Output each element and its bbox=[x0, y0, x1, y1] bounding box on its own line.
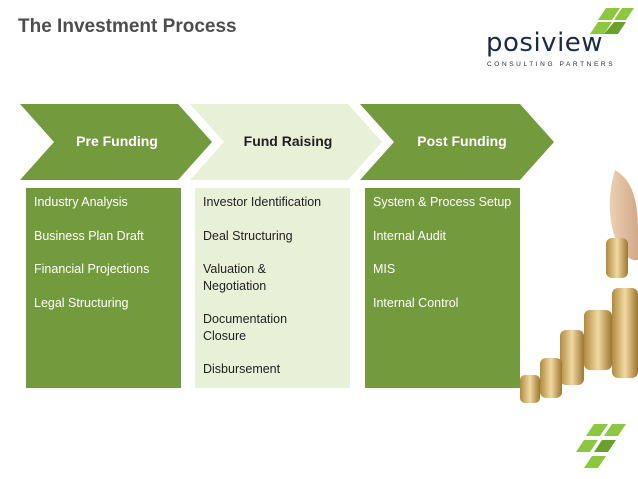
list-item: Investor Identification bbox=[203, 195, 322, 209]
logo-subtitle: CONSULTING PARTNERS bbox=[487, 61, 616, 68]
list-item: Documentation Closure bbox=[203, 312, 288, 343]
stage-label-fund-raising: Fund Raising bbox=[243, 133, 333, 149]
corner-logo-icon bbox=[576, 424, 626, 468]
logo-wordmark: posiview bbox=[486, 28, 604, 58]
list-item: MIS bbox=[373, 262, 396, 276]
logo-mark-icon bbox=[590, 8, 634, 34]
stage-box-pre-funding: Industry Analysis Business Plan Draft Fi… bbox=[26, 188, 181, 388]
list-item: Legal Structuring bbox=[34, 295, 129, 310]
list-item: Industry Analysis bbox=[34, 195, 128, 209]
list-item: Disbursement bbox=[203, 362, 281, 376]
stage-box-post-funding: System & Process Setup Internal Audit MI… bbox=[365, 188, 520, 388]
list-item: System & Process Setup bbox=[373, 195, 512, 209]
list-item: Internal Control bbox=[373, 295, 459, 310]
list-item: Internal Audit bbox=[373, 228, 446, 243]
stage-label-post-funding: Post Funding bbox=[417, 133, 507, 149]
chevron-post-funding bbox=[360, 104, 554, 180]
list-item: Valuation & Negotiation bbox=[203, 262, 267, 293]
process-chevrons bbox=[20, 104, 554, 180]
stage-label-pre-funding: Pre Funding bbox=[76, 133, 158, 149]
list-item: Business Plan Draft bbox=[34, 228, 144, 243]
page-title: The Investment Process bbox=[18, 16, 237, 37]
list-item: Deal Structuring bbox=[203, 228, 293, 243]
stage-box-fund-raising: Investor Identification Deal Structuring… bbox=[195, 188, 350, 388]
chevron-pre-funding bbox=[20, 104, 212, 180]
list-item: Financial Projections bbox=[34, 262, 150, 276]
chevron-fund-raising bbox=[190, 104, 382, 180]
coin-stacks-image bbox=[520, 170, 638, 403]
posiview-logo: posiview CONSULTING PARTNERS bbox=[486, 6, 634, 68]
